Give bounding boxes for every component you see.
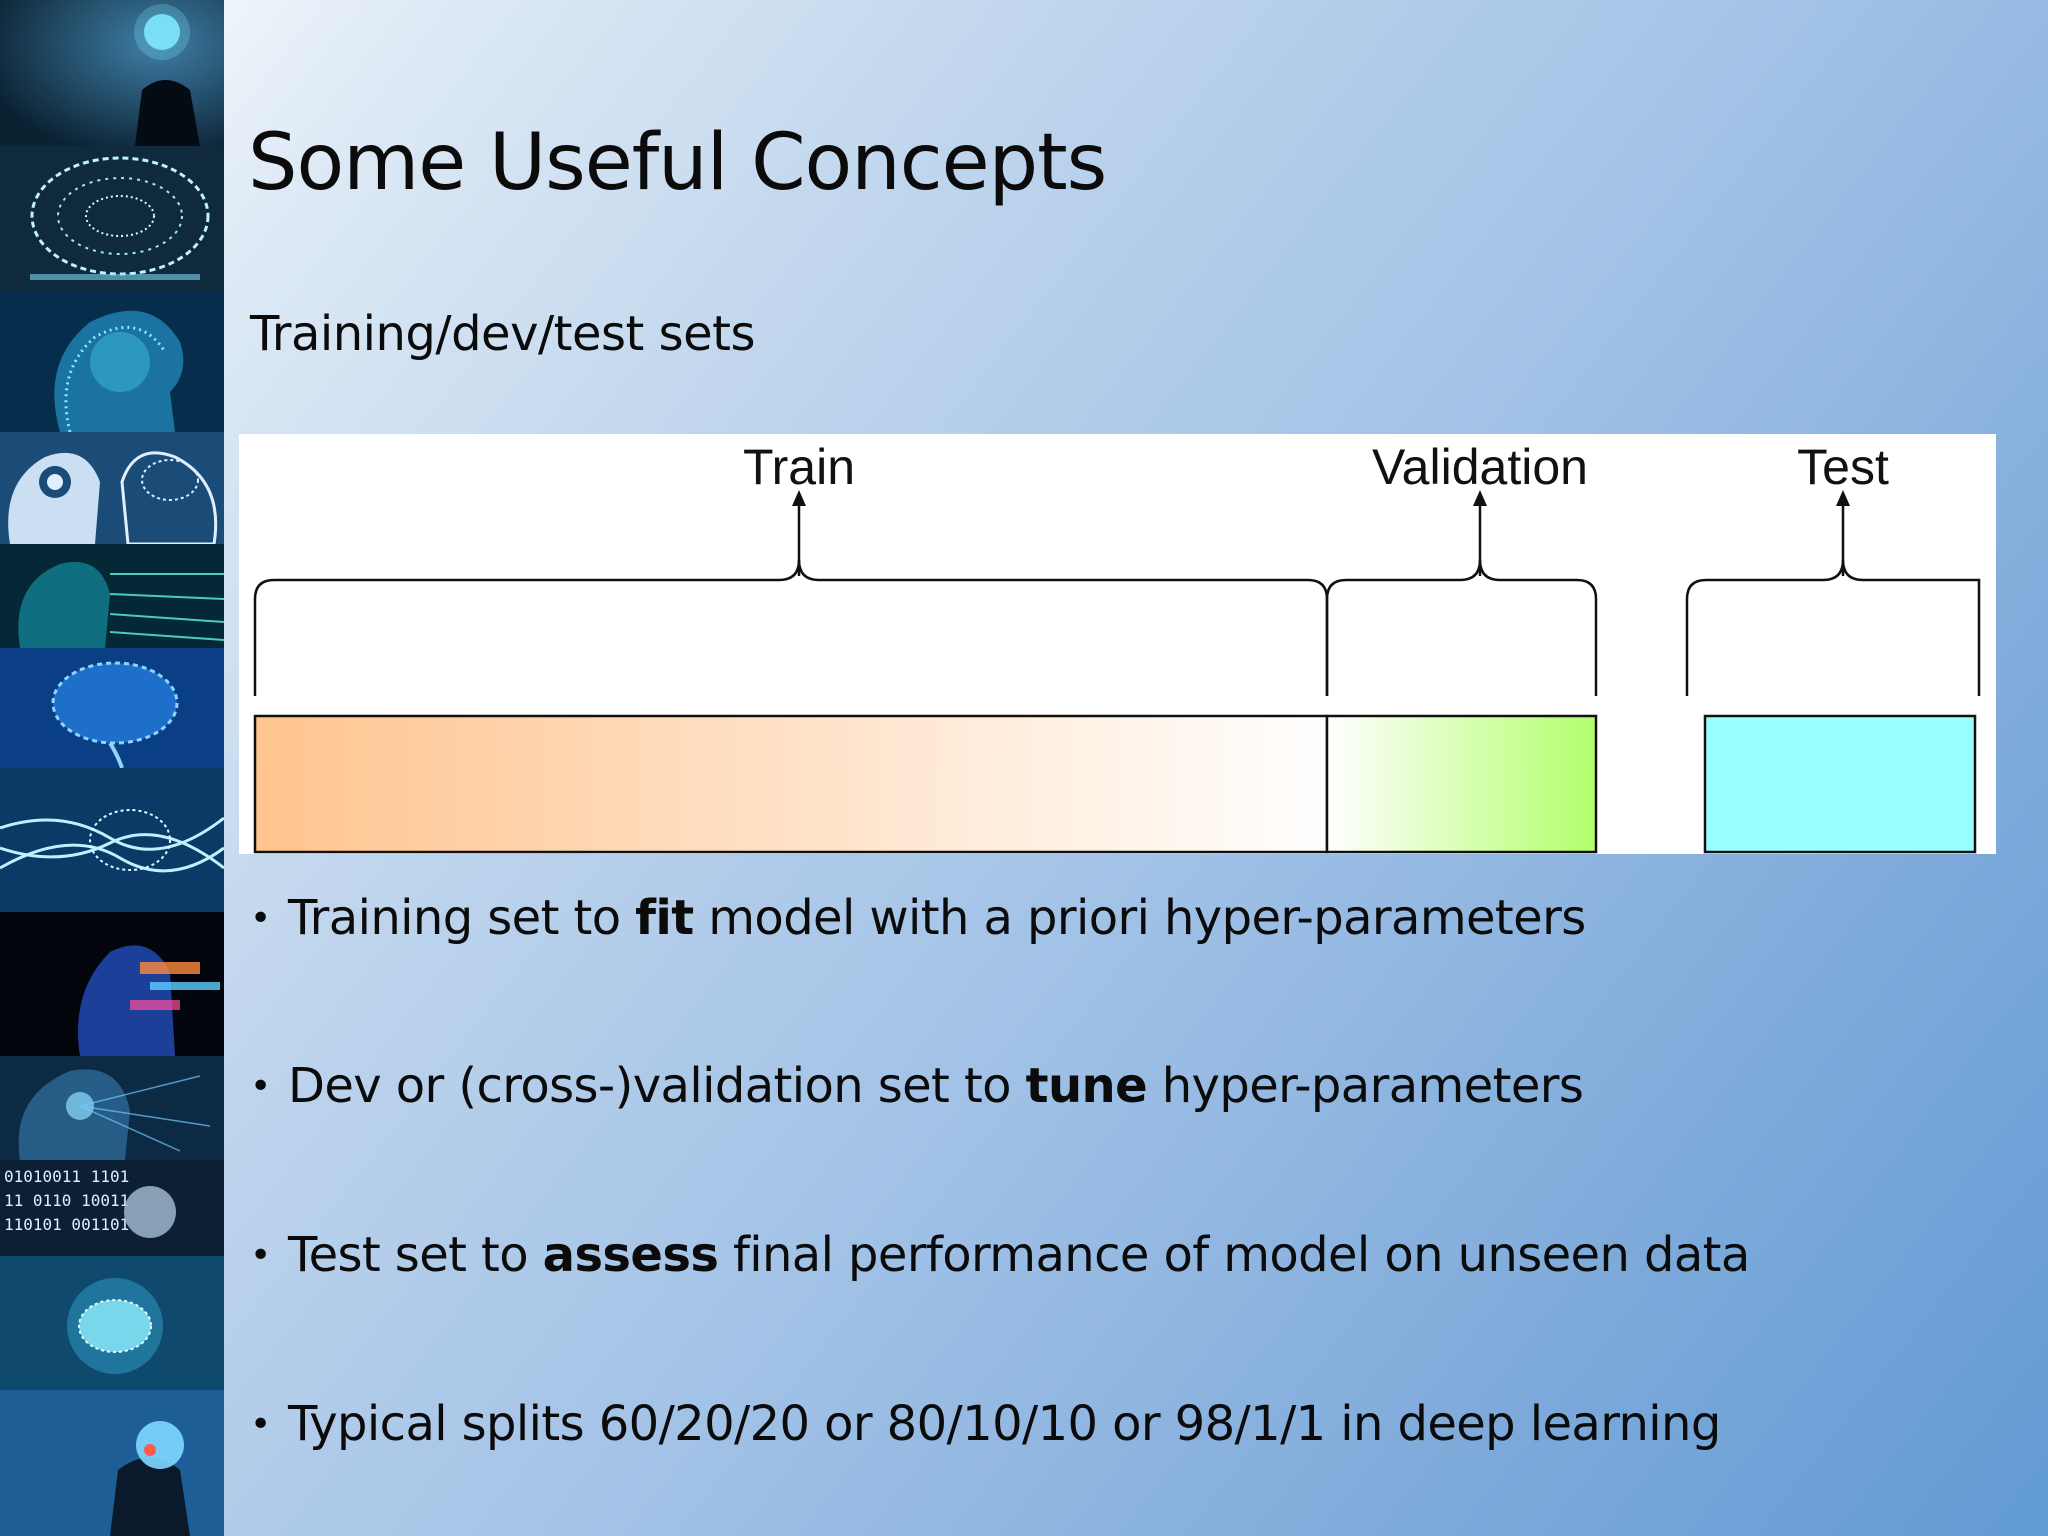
slide-subtitle: Training/dev/test sets: [250, 306, 755, 362]
binary-code-head-image: 01010011 1101 11 0110 10011 110101 00110…: [0, 1160, 224, 1256]
bullet-marker: •: [250, 1066, 271, 1107]
binary-head-image: [0, 1056, 224, 1160]
circuit-brain-image: [0, 146, 224, 292]
bullet-emphasis: tune: [1025, 1058, 1148, 1114]
train-label: Train: [743, 439, 855, 495]
bullet-fit: • Training set to fit model with a priori…: [250, 890, 1586, 946]
circuit-lines-brain-image: [0, 768, 224, 912]
digital-head-image: [0, 292, 224, 432]
gear-brain-heads-image: [0, 432, 224, 544]
bullet-marker: •: [250, 1235, 271, 1276]
bullet-splits: • Typical splits 60/20/20 or 80/10/10 or …: [250, 1396, 1721, 1452]
svg-text:01010011 1101: 01010011 1101: [4, 1167, 129, 1186]
bullet-text: Test set to: [288, 1227, 543, 1283]
bullet-text: final performance of model on unseen dat…: [718, 1227, 1750, 1283]
validation-label: Validation: [1372, 439, 1588, 495]
bullet-text: model with a priori hyper-parameters: [693, 890, 1586, 946]
test-brace: [1685, 559, 1981, 696]
neon-face-image: [0, 544, 224, 648]
bullet-text: Dev or (cross-)validation set to: [288, 1058, 1026, 1114]
bullet-emphasis: fit: [635, 890, 694, 946]
slide-title: Some Useful Concepts: [248, 118, 1107, 208]
bullet-text: Typical splits 60/20/20 or 80/10/10 or 9…: [288, 1396, 1721, 1452]
bullet-tune: • Dev or (cross-)validation set to tune h…: [250, 1058, 1584, 1114]
bullet-assess: • Test set to assess final performance of…: [250, 1227, 1750, 1283]
test-label: Test: [1797, 439, 1889, 495]
svg-text:11 0110 10011: 11 0110 10011: [4, 1191, 129, 1210]
bullet-emphasis: assess: [542, 1227, 719, 1283]
train-validation-test-diagram: Train Validation Test: [239, 434, 1996, 854]
svg-text:110101 001101: 110101 001101: [4, 1215, 129, 1234]
pixel-face-image: [0, 912, 224, 1056]
bullet-marker: •: [250, 1404, 271, 1445]
train-brace: [253, 559, 1329, 696]
glowing-brain-image: [0, 1256, 224, 1390]
train-bar: [253, 714, 1329, 854]
validation-brace: [1325, 559, 1598, 696]
bullet-text: Training set to: [288, 890, 636, 946]
sidebar-image-strip: 01010011 1101 11 0110 10011 110101 00110…: [0, 0, 224, 1536]
bullet-marker: •: [250, 898, 271, 939]
robot-brain-image: [0, 1390, 224, 1536]
bullet-text: hyper-parameters: [1147, 1058, 1584, 1114]
validation-bar: [1325, 714, 1598, 854]
blue-brain-image: [0, 648, 224, 768]
head-silhouette-image: [0, 0, 224, 146]
test-bar: [1703, 714, 1977, 854]
